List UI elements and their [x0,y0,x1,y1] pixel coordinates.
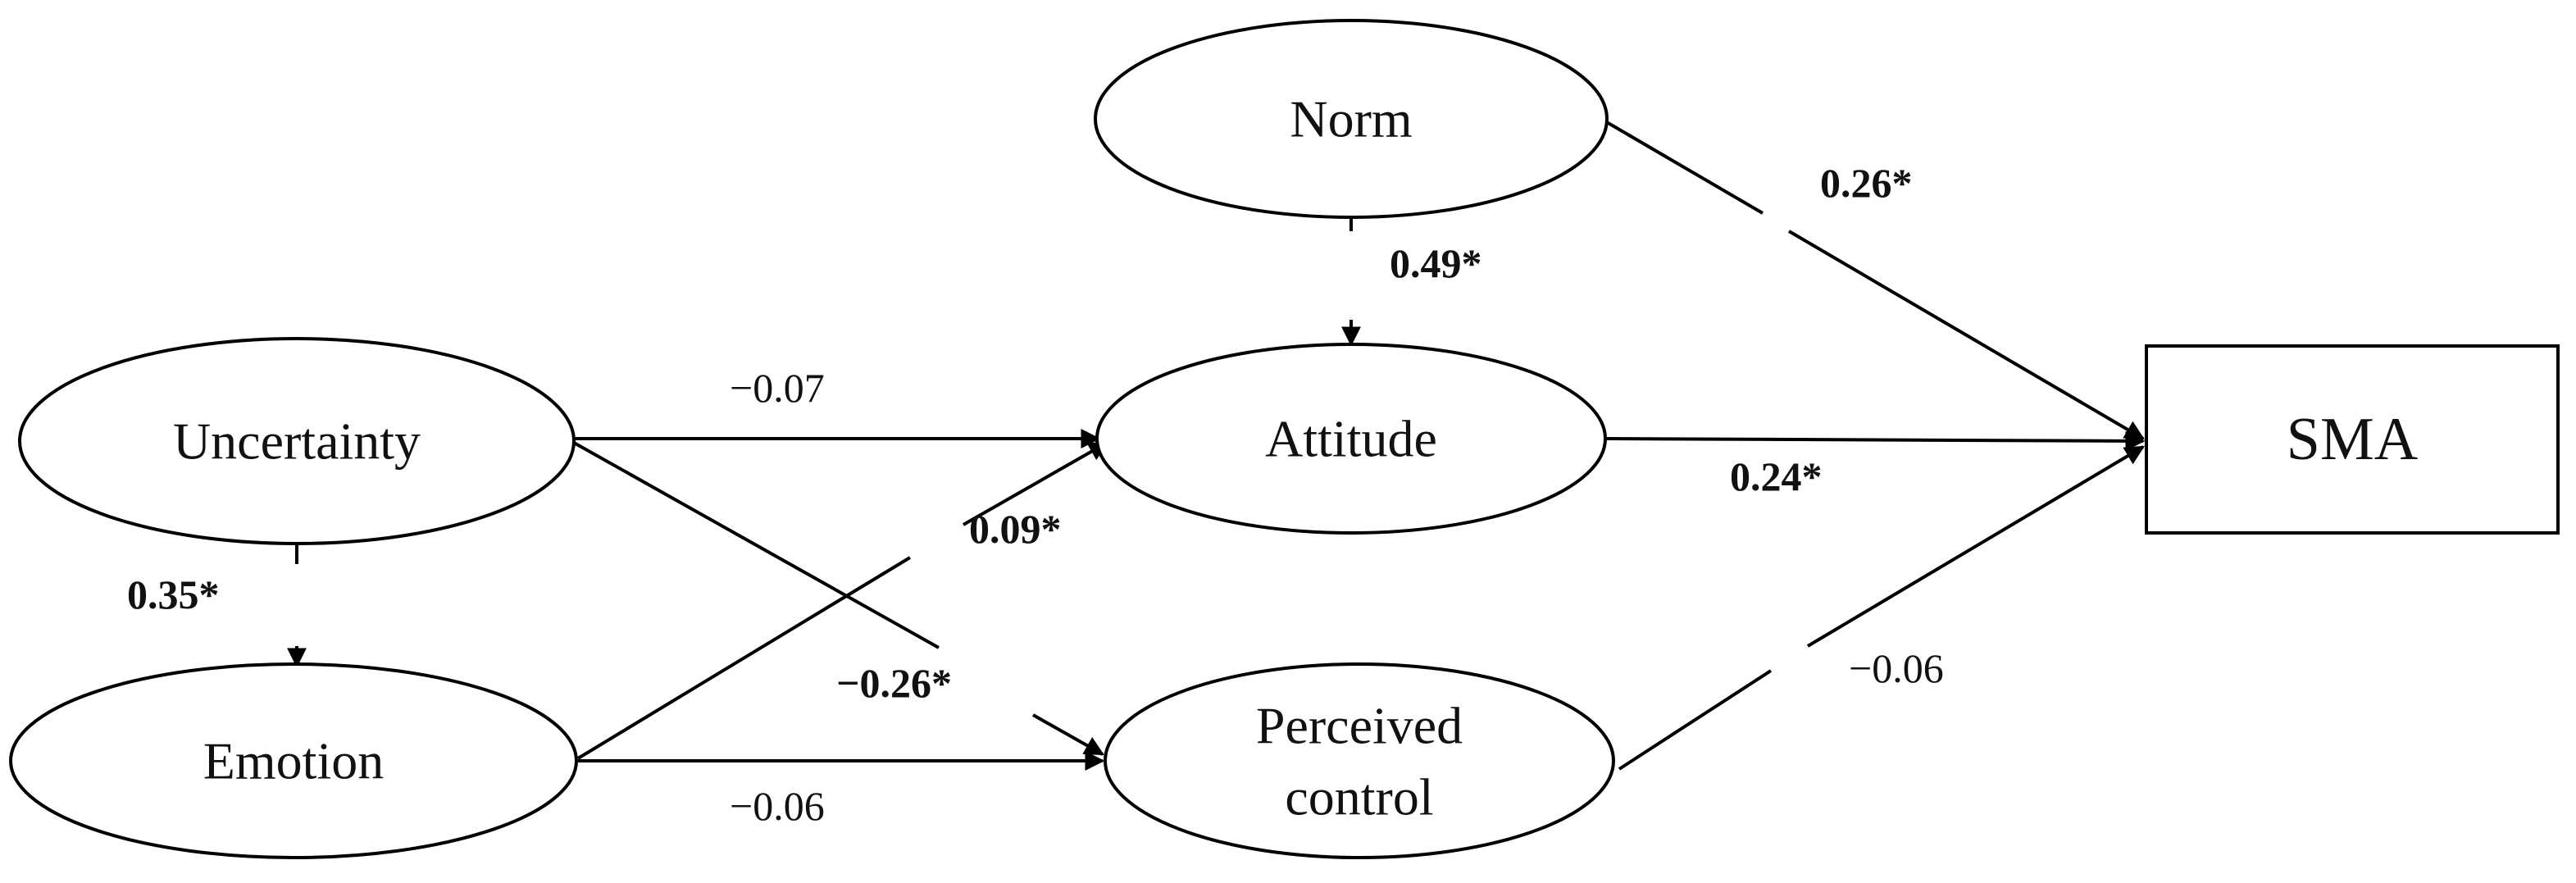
edge-uncertainty-to-perceived-control-segment [1032,713,1105,756]
node-uncertainty-shape [18,337,576,545]
node-emotion-shape [9,662,578,859]
edge-uncertainty-to-perceived-control [573,441,940,649]
node-emotion-label: Emotion [203,732,384,790]
coef-uncertainty-to-emotion: 0.35* [127,571,220,617]
node-perceived-control-label-line1: Perceived [1256,697,1463,755]
edge-emotion-to-attitude-segment [963,441,1109,526]
node-norm-shape [1094,19,1609,219]
edge-norm-to-sma-segment [1787,230,2146,440]
node-uncertainty-label: Uncertainty [173,412,421,471]
coef-norm-to-attitude: 0.49* [1390,240,1482,286]
node-norm: Norm [1094,19,1609,219]
node-sma: SMA [2145,344,2560,535]
coef-perceived-control-to-sma: −0.06 [1849,645,1944,691]
node-perceived-control-shape [1104,662,1615,859]
node-attitude-shape [1095,343,1607,535]
edge-norm-to-sma [1604,120,1764,215]
node-sma-label: SMA [2287,406,2418,473]
coef-emotion-to-perceived-control: −0.06 [730,783,825,829]
node-attitude-label: Attitude [1265,410,1437,468]
edge-emotion-to-attitude [576,556,912,760]
edge-attitude-to-sma [1604,430,2146,451]
coefficients: 0.26* 0.49* −0.07 0.35* 0.09* −0.26* −0.… [127,160,1944,829]
node-attitude: Attitude [1095,343,1607,535]
node-norm-label: Norm [1290,90,1412,148]
edge-perceived-control-to-sma-segment [1806,445,2146,648]
node-uncertainty: Uncertainty [18,337,576,545]
edge-perceived-control-to-sma [1618,669,1773,771]
coef-norm-to-sma: 0.26* [1820,160,1913,206]
coef-emotion-to-attitude: 0.09* [969,506,1062,552]
edges [287,120,2146,771]
coef-uncertainty-to-attitude: −0.07 [730,365,825,411]
coef-attitude-to-sma: 0.24* [1730,453,1823,499]
node-emotion: Emotion [9,662,578,859]
coef-uncertainty-to-perceived-control: −0.26* [836,660,952,706]
node-perceived-control-label-line2: control [1285,768,1433,826]
node-sma-shape [2145,344,2560,535]
node-perceived-control: Perceived control [1104,662,1615,859]
